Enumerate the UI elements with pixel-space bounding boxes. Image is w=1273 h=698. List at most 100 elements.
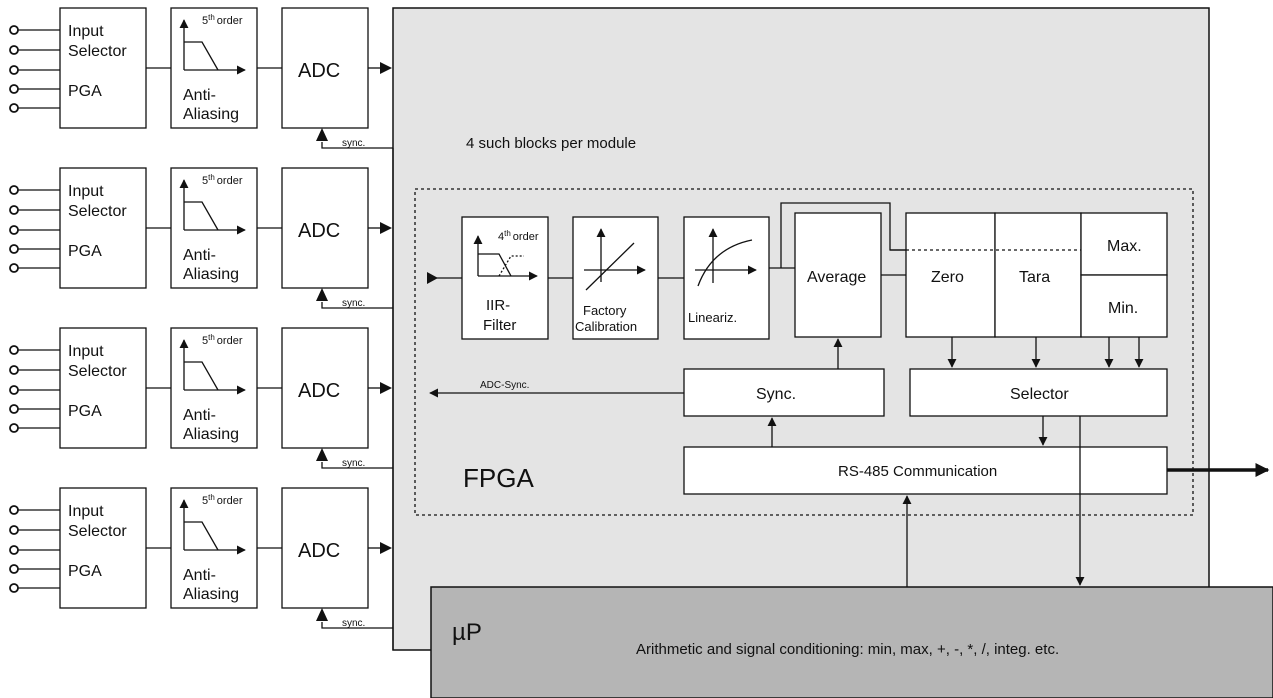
adc-sync-label: ADC-Sync. bbox=[480, 380, 529, 391]
anti-aliasing-label-line2: Aliasing bbox=[183, 266, 239, 283]
sync-arrow-icon bbox=[316, 608, 328, 621]
sync-label: sync. bbox=[342, 138, 365, 149]
fpga-label: FPGA bbox=[463, 463, 534, 493]
pga-label: PGA bbox=[68, 403, 102, 420]
pga-label: PGA bbox=[68, 243, 102, 260]
factory-line1: Factory bbox=[583, 303, 627, 318]
pga-label: PGA bbox=[68, 83, 102, 100]
tara-box bbox=[994, 212, 1082, 338]
adc-output-arrow-icon bbox=[380, 542, 392, 554]
blocks-per-module-note: 4 such blocks per module bbox=[466, 135, 636, 152]
adc-box bbox=[281, 327, 369, 449]
input-terminal-icon bbox=[9, 404, 19, 414]
input-terminal-icon bbox=[9, 225, 19, 235]
adc-output-arrow-icon bbox=[380, 382, 392, 394]
sync-arrow-icon bbox=[316, 448, 328, 461]
linearization-block: Lineariz. bbox=[683, 216, 770, 340]
input-selector-label-line2: Selector bbox=[68, 363, 127, 380]
up-label: µP bbox=[452, 619, 482, 646]
anti-aliasing-label-line2: Aliasing bbox=[183, 586, 239, 603]
adc-label: ADC bbox=[298, 380, 340, 402]
input-terminal-icon bbox=[9, 244, 19, 254]
sync-label: Sync. bbox=[756, 386, 796, 403]
adc-box bbox=[281, 487, 369, 609]
tara-label: Tara bbox=[1019, 269, 1050, 286]
input-terminal-icon bbox=[9, 505, 19, 515]
sync-arrow-icon bbox=[316, 128, 328, 141]
max-box bbox=[1080, 212, 1168, 276]
pga-label: PGA bbox=[68, 563, 102, 580]
input-terminal-icon bbox=[9, 525, 19, 535]
up-block: µP Arithmetic and signal conditioning: m… bbox=[430, 586, 1273, 698]
sync-label: sync. bbox=[342, 618, 365, 629]
iir-line2: Filter bbox=[483, 317, 516, 334]
fpga-input-arrow-icon bbox=[427, 272, 438, 284]
sync-label: sync. bbox=[342, 298, 365, 309]
input-selector-label-line1: Input bbox=[68, 343, 104, 360]
lineariz-label: Lineariz. bbox=[688, 310, 737, 325]
input-terminal-icon bbox=[9, 263, 19, 273]
input-terminal-icon bbox=[9, 385, 19, 395]
min-label: Min. bbox=[1108, 300, 1138, 317]
selector-box bbox=[909, 368, 1168, 417]
input-terminal-icon bbox=[9, 103, 19, 113]
input-terminal-icon bbox=[9, 185, 19, 195]
input-selector-label-line2: Selector bbox=[68, 203, 127, 220]
iir-line1: IIR- bbox=[486, 297, 510, 314]
adc-box bbox=[281, 7, 369, 129]
linearization-box bbox=[683, 216, 770, 340]
input-selector-box bbox=[59, 327, 147, 449]
input-selector-label-line2: Selector bbox=[68, 43, 127, 60]
up-description: Arithmetic and signal conditioning: min,… bbox=[636, 641, 1059, 658]
input-selector-label-line1: Input bbox=[68, 503, 104, 520]
input-selector-label-line1: Input bbox=[68, 183, 104, 200]
adc-output-arrow-icon bbox=[380, 222, 392, 234]
factory-calibration-block: Factory Calibration bbox=[572, 216, 659, 340]
input-selector-box bbox=[59, 7, 147, 129]
input-terminal-icon bbox=[9, 345, 19, 355]
input-terminal-icon bbox=[9, 365, 19, 375]
up-box bbox=[430, 586, 1273, 698]
rs485-label: RS-485 Communication bbox=[838, 463, 997, 480]
adc-label: ADC bbox=[298, 60, 340, 82]
anti-aliasing-label-line1: Anti- bbox=[183, 407, 216, 424]
input-terminal-icon bbox=[9, 564, 19, 574]
average-box bbox=[794, 212, 882, 338]
anti-aliasing-label-line1: Anti- bbox=[183, 247, 216, 264]
input-selector-label-line1: Input bbox=[68, 23, 104, 40]
adc-label: ADC bbox=[298, 220, 340, 242]
max-label: Max. bbox=[1107, 238, 1142, 255]
input-terminal-icon bbox=[9, 65, 19, 75]
input-terminal-icon bbox=[9, 205, 19, 215]
zero-box bbox=[905, 212, 996, 338]
input-terminal-icon bbox=[9, 545, 19, 555]
input-terminal-icon bbox=[9, 84, 19, 94]
factory-calibration-box bbox=[572, 216, 659, 340]
adc-output-arrow-icon bbox=[380, 62, 392, 74]
anti-aliasing-label-line1: Anti- bbox=[183, 567, 216, 584]
anti-aliasing-label-line2: Aliasing bbox=[183, 426, 239, 443]
sync-arrow-icon bbox=[316, 288, 328, 301]
sync-label: sync. bbox=[342, 458, 365, 469]
anti-aliasing-label-line1: Anti- bbox=[183, 87, 216, 104]
zero-label: Zero bbox=[931, 269, 964, 286]
input-selector-box bbox=[59, 167, 147, 289]
factory-line2: Calibration bbox=[575, 319, 637, 334]
adc-label: ADC bbox=[298, 540, 340, 562]
min-box bbox=[1080, 274, 1168, 338]
selector-label: Selector bbox=[1010, 386, 1069, 403]
rs485-box bbox=[683, 446, 1168, 495]
anti-aliasing-label-line2: Aliasing bbox=[183, 106, 239, 123]
input-terminal-icon bbox=[9, 423, 19, 433]
input-selector-box bbox=[59, 487, 147, 609]
